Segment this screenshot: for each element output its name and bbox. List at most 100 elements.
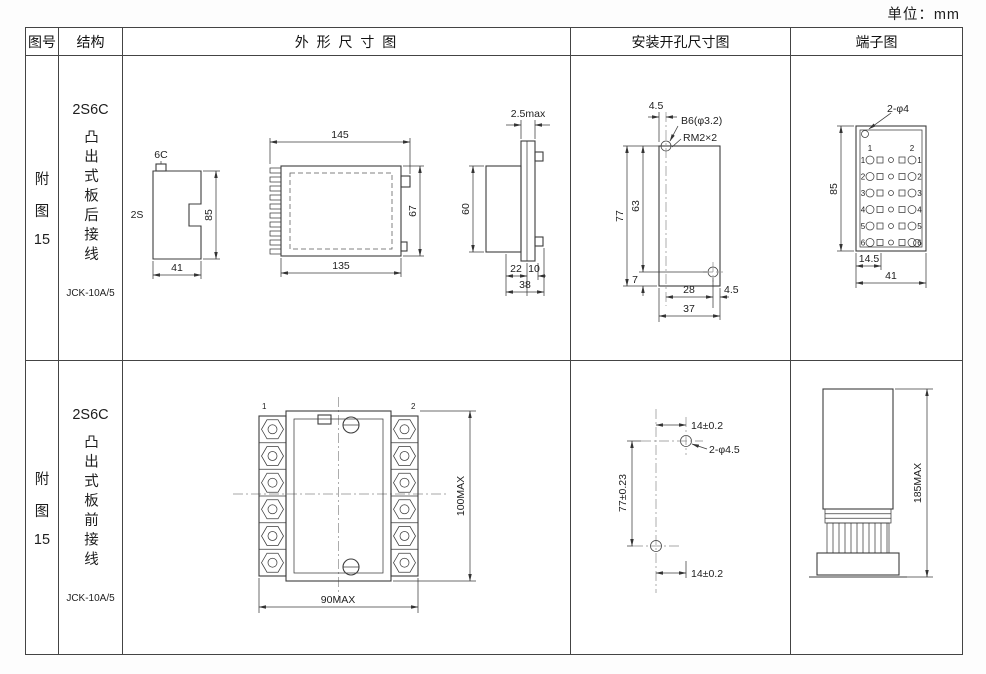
svg-text:6: 6 xyxy=(861,239,866,248)
dim-145: 14.5 xyxy=(855,253,882,288)
row1-fig-no: 附 图 15 xyxy=(26,56,59,361)
dim-85: 85 xyxy=(203,209,215,221)
dim-14-bottom: 14±0.2 xyxy=(655,561,723,580)
dim-63-7: 63 7 xyxy=(630,145,707,296)
dim-height-85: 85 xyxy=(203,170,220,260)
label-2phi45: 2-φ4.5 xyxy=(691,443,740,456)
fig-char: 附 xyxy=(34,172,50,188)
dim-38: 38 xyxy=(519,279,531,291)
row1-outline-cell: 6C 2S 85 41 xyxy=(123,56,571,361)
relay-side-silhouette xyxy=(809,388,907,578)
header-fig-no: 图号 xyxy=(26,28,59,56)
dim-14-bottom: 14±0.2 xyxy=(691,568,723,580)
dim-77: 77±0.23 xyxy=(617,440,641,547)
svg-text:1: 1 xyxy=(917,156,922,165)
header-structure: 结构 xyxy=(59,28,123,56)
fig-char: 图 xyxy=(34,204,50,220)
svg-text:3: 3 xyxy=(861,189,866,198)
dim-185max: 185MAX xyxy=(895,388,933,578)
model-code: JCK-10A/5 xyxy=(66,287,115,299)
dim-14-top: 14±0.2 xyxy=(655,420,723,432)
dim-77: 77±0.23 xyxy=(617,474,629,512)
svg-text:5: 5 xyxy=(861,222,866,231)
dim-28: 28 xyxy=(683,284,695,296)
row1-mounting-cell: 4.5 B6(φ3.2) RM2×2 77 xyxy=(571,56,791,361)
terminal-drawing-front-wiring: 185MAX xyxy=(809,388,933,578)
dim-10: 10 xyxy=(528,263,540,275)
terminal-block xyxy=(855,125,927,252)
dim-14-top: 14±0.2 xyxy=(691,420,723,432)
dims-bottom: 28 4.5 37 xyxy=(658,278,739,322)
dim-7: 7 xyxy=(632,274,638,286)
mounting-drawing-rear-wiring: 4.5 B6(φ3.2) RM2×2 77 xyxy=(614,100,739,322)
dim-85: 85 xyxy=(828,183,840,195)
outline-drawing-rear-wiring: 6C 2S 85 41 xyxy=(131,108,550,296)
dim-41: 41 xyxy=(885,270,897,282)
svg-text:3: 3 xyxy=(917,189,922,198)
dim-77: 77 xyxy=(614,145,660,287)
corner-2: 2 xyxy=(411,402,416,411)
outline-drawing-front-wiring: 1 2 100MAX 90MAX xyxy=(233,397,476,613)
unit-label: 单位：mm xyxy=(887,7,960,23)
header-terminal: 端子图 xyxy=(791,28,963,56)
dim-45-right: 4.5 xyxy=(724,284,739,296)
dim-length-135: 135 xyxy=(280,258,402,277)
dim-100max: 100MAX xyxy=(455,476,467,516)
row2-fig-no: 附 图 15 xyxy=(26,361,59,655)
label-2phi4: 2-φ4 xyxy=(868,103,909,130)
structure-label: 凸出式板前接线 xyxy=(82,434,98,571)
dim-145: 14.5 xyxy=(859,253,880,265)
label-6c: 6C xyxy=(154,149,168,161)
dim-41: 41 xyxy=(171,262,183,274)
fig-char: 图 xyxy=(34,503,50,520)
label-rm: RM2×2 xyxy=(683,132,717,144)
centerlines xyxy=(233,397,447,601)
dim-67: 67 xyxy=(407,205,419,217)
dim-85: 85 xyxy=(828,125,854,252)
hole-bottom xyxy=(633,540,679,552)
fig-char: 附 xyxy=(34,471,50,488)
mounting-drawing-front-wiring: 14±0.2 2-φ4.5 77±0.23 xyxy=(617,409,740,593)
dim-45-top: 4.5 xyxy=(648,100,677,142)
svg-text:4: 4 xyxy=(861,206,866,215)
dim-25max: 2.5max xyxy=(511,108,546,120)
dims-bottom-right: 22 10 38 xyxy=(505,248,546,296)
svg-text:5: 5 xyxy=(917,222,922,231)
dim-145: 145 xyxy=(331,129,349,141)
label-b6: B6(φ3.2) xyxy=(681,115,722,127)
dim-63: 63 xyxy=(630,200,642,212)
row2-terminal-cell: 185MAX xyxy=(791,361,963,655)
model-code: JCK-10A/5 xyxy=(66,592,115,604)
svg-text:6: 6 xyxy=(917,239,922,248)
fig-number: 15 xyxy=(33,531,51,548)
dim-length-145: 145 xyxy=(269,129,411,174)
svg-text:2: 2 xyxy=(861,173,866,182)
svg-text:4: 4 xyxy=(917,206,922,215)
structure-label: 凸出式板后接线 xyxy=(82,129,98,266)
dim-60: 60 xyxy=(460,203,472,215)
mounting-holes-label: 2-φ4 xyxy=(887,103,909,115)
dim-77: 77 xyxy=(614,210,626,222)
terminal-drawing-rear-wiring: 1 2 1 2 3 4 5 6 1 2 3 4 5 6 xyxy=(828,103,927,288)
panel-cutout xyxy=(658,112,723,306)
model-label: 2S6C xyxy=(72,102,109,118)
dim-135: 135 xyxy=(332,260,350,272)
terminal-col-1: 1 xyxy=(868,144,873,153)
svg-text:1: 1 xyxy=(861,156,866,165)
hole-labels: B6(φ3.2) RM2×2 xyxy=(669,115,722,148)
header-mounting: 安装开孔尺寸图 xyxy=(571,28,791,56)
dim-100max: 100MAX xyxy=(393,410,476,582)
terminal-row-numbers-left: 1 2 3 4 5 6 xyxy=(861,156,866,248)
dim-height-60: 60 xyxy=(460,165,484,253)
dim-width-41: 41 xyxy=(152,261,202,279)
row2-outline-cell: 1 2 100MAX 90MAX xyxy=(123,361,571,655)
row2-structure: 2S6C 凸出式板前接线 JCK-10A/5 xyxy=(59,361,123,655)
relay-long-view xyxy=(269,165,411,257)
fig-number: 15 xyxy=(33,232,51,248)
terminal-col-2: 2 xyxy=(910,144,915,153)
dimension-table: 图号 结构 外 形 尺 寸 图 安装开孔尺寸图 端子图 附 图 15 2S6C … xyxy=(25,27,963,655)
dim-22: 22 xyxy=(510,263,522,275)
dim-90max: 90MAX xyxy=(258,578,419,613)
relay-flange-view xyxy=(485,140,544,262)
